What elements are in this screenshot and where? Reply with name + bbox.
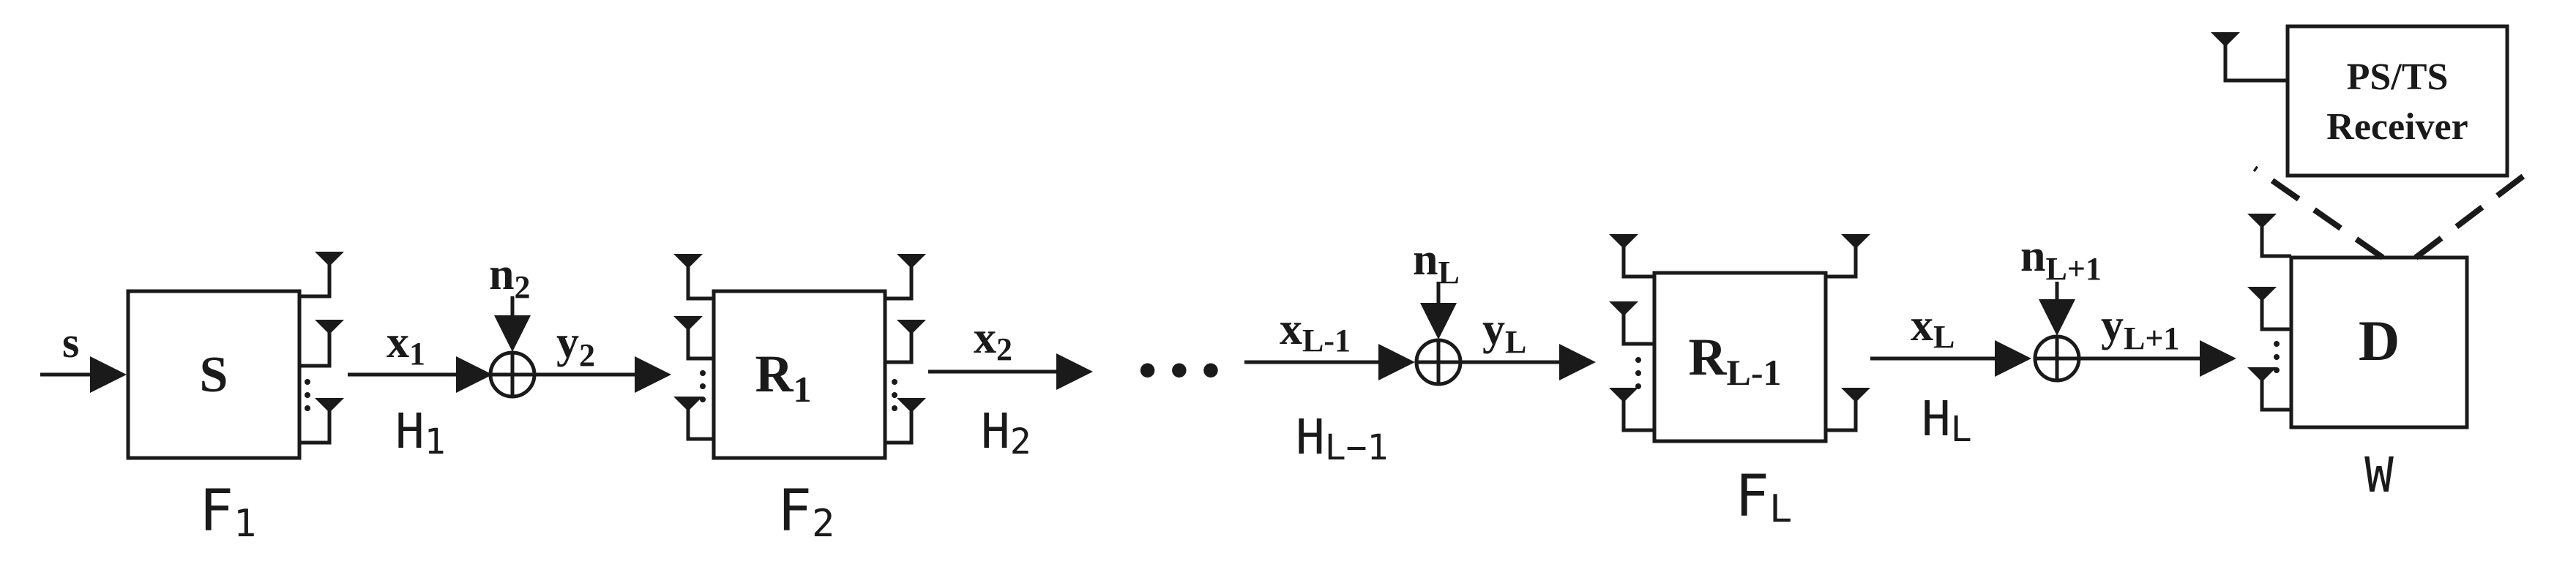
- antenna-icon: [673, 254, 703, 296]
- antenna-icon: [897, 254, 926, 296]
- receiver-label-line1: PS/TS: [2347, 56, 2449, 98]
- relayL-tx-antenna-array: [1826, 234, 1870, 432]
- antenna-icon: [897, 398, 926, 440]
- relayL-label: RL-1: [1689, 328, 1782, 393]
- input-signal-label: s: [62, 318, 79, 367]
- relayL-rx-antenna-array: [1609, 234, 1654, 432]
- noiseLp1-y-label: yL+1: [2101, 301, 2179, 356]
- beam-dash-right: [2413, 173, 2526, 260]
- noiseL-y-label: yL: [1482, 304, 1526, 360]
- noise1-y-label: y2: [556, 318, 595, 373]
- antenna-icon: [1609, 301, 1638, 344]
- destination-block: [2289, 255, 2469, 429]
- beam-dash-left: [2252, 165, 2385, 260]
- antenna-icon: [673, 316, 703, 358]
- source-block: [126, 289, 302, 460]
- relay1-label: R1: [755, 345, 812, 410]
- hopLm1-h-label: HL−1: [1296, 409, 1388, 468]
- antenna-icon: [1609, 234, 1638, 277]
- noiseL-n-label: nL: [1413, 235, 1460, 290]
- hopLm1-x-label: xL-1: [1280, 304, 1351, 358]
- noiseLp1-n-label: nL+1: [2020, 231, 2102, 287]
- ellipsis: • • •: [1138, 341, 1220, 399]
- source-antenna-array: [299, 252, 344, 445]
- antenna-icon: [2247, 214, 2277, 256]
- noise-adder-L: [1414, 338, 1463, 386]
- antenna-icon: [315, 398, 344, 440]
- antenna-icon: [897, 320, 926, 362]
- source-label: S: [200, 347, 228, 403]
- receiver-antenna-feed: [2223, 35, 2288, 83]
- relayL-block: [1652, 271, 1828, 443]
- antenna-icon: [1841, 234, 1870, 277]
- receiver-block: [2285, 24, 2509, 178]
- antenna-icon: [315, 320, 344, 362]
- destination-antenna-array: [2247, 214, 2291, 412]
- destination-equalizer-label: W: [2364, 447, 2394, 503]
- antenna-icon: [2247, 287, 2277, 329]
- antenna-icon: [315, 252, 344, 294]
- source-precoder-label: F1: [199, 478, 256, 546]
- antenna-icon: [2211, 32, 2240, 75]
- antenna-icon: [1841, 388, 1870, 430]
- noise-adder-1: [488, 350, 537, 399]
- relay1-precoder-label: F2: [777, 478, 835, 546]
- relayL-precoder-label: FL: [1735, 464, 1792, 531]
- hopL-x-label: xL: [1911, 301, 1955, 355]
- hop1-h-label: H1: [395, 403, 446, 462]
- antenna-icon: [1609, 388, 1638, 430]
- hop1-x-label: x1: [387, 318, 425, 372]
- antenna-icon: [2247, 367, 2277, 410]
- noise1-n-label: n2: [489, 249, 530, 305]
- relay1-rx-antenna-array: [673, 254, 714, 441]
- hop2-h-label: H2: [981, 403, 1031, 462]
- noise-adder-Lp1: [2033, 334, 2081, 383]
- relay1-block: [712, 289, 887, 460]
- destination-label: D: [2359, 309, 2400, 372]
- relay1-tx-antenna-array: [885, 254, 926, 445]
- antenna-icon: [673, 397, 703, 439]
- hop2-x-label: x2: [974, 313, 1012, 367]
- hopL-h-label: HL: [1922, 391, 1972, 450]
- receiver-label-line2: Receiver: [2326, 106, 2468, 148]
